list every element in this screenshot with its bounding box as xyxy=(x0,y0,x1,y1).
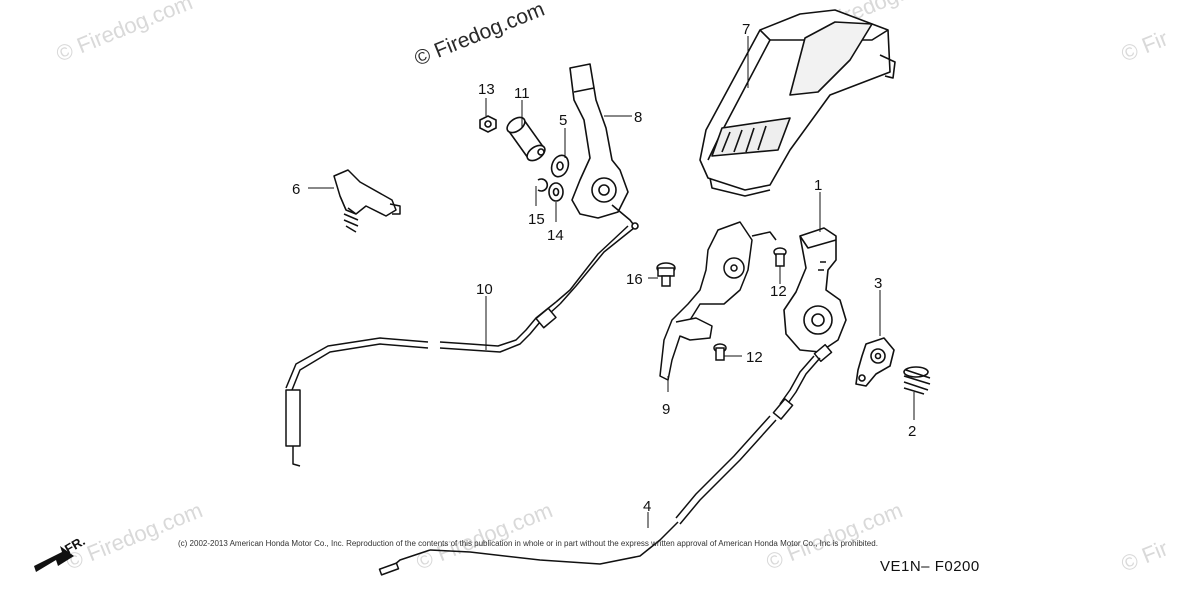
watermark-bottom-left: © Firedog.com xyxy=(63,497,206,574)
leader-lines xyxy=(308,36,915,528)
watermark-top-center: © Firedog.com xyxy=(411,0,548,71)
watermark-bottom-mid: © Firedog.com xyxy=(413,497,556,574)
watermark-bottom-edge: © Fir xyxy=(1118,535,1172,576)
callout-9: 9 xyxy=(662,401,670,418)
callout-7: 7 xyxy=(742,21,750,38)
part-9-bracket xyxy=(659,221,777,381)
callout-16: 16 xyxy=(626,271,643,288)
watermark-top-left: © Firedog.com xyxy=(53,0,196,67)
part-12-screw-upper xyxy=(773,247,787,267)
diagram-code: VE1N– F0200 xyxy=(880,558,980,575)
callout-5: 5 xyxy=(559,112,567,129)
callout-13: 13 xyxy=(478,81,495,98)
callout-2: 2 xyxy=(908,423,916,440)
part-5-washer xyxy=(550,154,570,178)
part-15-clip xyxy=(537,178,549,192)
watermark-group: © Firedog.com © Firedog.com © Fir © Fire… xyxy=(53,0,1172,577)
callout-1: 1 xyxy=(814,177,822,194)
part-3-link xyxy=(855,337,895,387)
part-8-lever xyxy=(569,63,639,230)
callout-12-upper: 12 xyxy=(770,283,787,300)
callout-10: 10 xyxy=(476,281,493,298)
callout-15: 15 xyxy=(528,211,545,228)
part-14-washer xyxy=(548,182,564,202)
copyright-notice: (c) 2002-2013 American Honda Motor Co., … xyxy=(178,539,878,548)
callout-8: 8 xyxy=(634,109,642,126)
callout-3: 3 xyxy=(874,275,882,292)
callout-4: 4 xyxy=(643,498,651,515)
callout-11: 11 xyxy=(514,85,530,102)
part-7-cover xyxy=(699,9,896,197)
callout-6: 6 xyxy=(292,181,300,198)
callout-labels: 1 2 3 4 5 6 7 8 9 10 11 12 12 13 14 15 1… xyxy=(292,21,916,515)
part-12-screw-lower xyxy=(713,343,727,361)
watermark-top-right: © Fir xyxy=(1118,25,1172,66)
callout-12-lower: 12 xyxy=(746,349,763,366)
part-13-nut xyxy=(479,115,497,133)
part-11-collar xyxy=(506,116,546,162)
part-6-clamp xyxy=(333,169,401,233)
part-1-switch xyxy=(783,227,847,353)
part-10-cable xyxy=(285,225,635,467)
callout-14: 14 xyxy=(547,227,564,244)
part-4-cable xyxy=(378,343,833,576)
part-16-bolt xyxy=(656,262,676,287)
part-2-spring xyxy=(903,366,931,395)
